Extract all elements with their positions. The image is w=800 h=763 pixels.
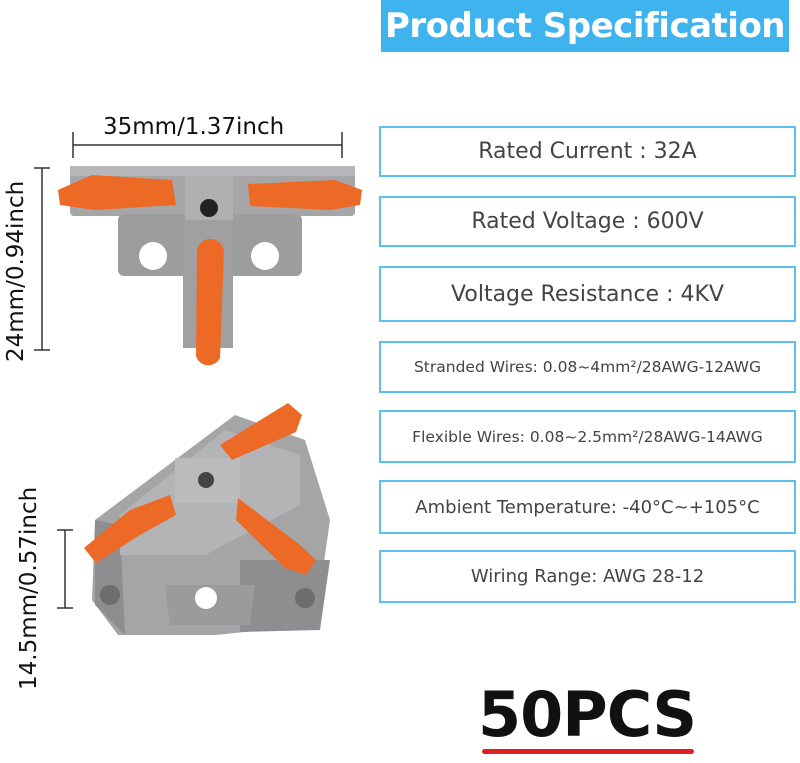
height-dimension-label: 24mm/0.94inch	[3, 180, 29, 362]
quantity-underline	[482, 749, 694, 754]
spec-ambient-temperature: Ambient Temperature: -40°C~+105°C	[379, 480, 796, 534]
spec-wiring-range: Wiring Range: AWG 28-12	[379, 550, 796, 603]
title-banner: Product Specification	[381, 0, 789, 52]
spec-voltage-resistance: Voltage Resistance : 4KV	[379, 266, 796, 322]
width-dimension-label: 35mm/1.37inch	[103, 114, 285, 140]
spec-rated-current: Rated Current : 32A	[379, 126, 796, 177]
spec-rated-voltage: Rated Voltage : 600V	[379, 196, 796, 247]
depth-dimension-label: 14.5mm/0.57inch	[16, 486, 42, 690]
quantity-label: 50PCS	[478, 678, 697, 751]
spec-flexible-wires: Flexible Wires: 0.08~2.5mm²/28AWG-14AWG	[379, 410, 796, 463]
spec-stranded-wires: Stranded Wires: 0.08~4mm²/28AWG-12AWG	[379, 341, 796, 393]
